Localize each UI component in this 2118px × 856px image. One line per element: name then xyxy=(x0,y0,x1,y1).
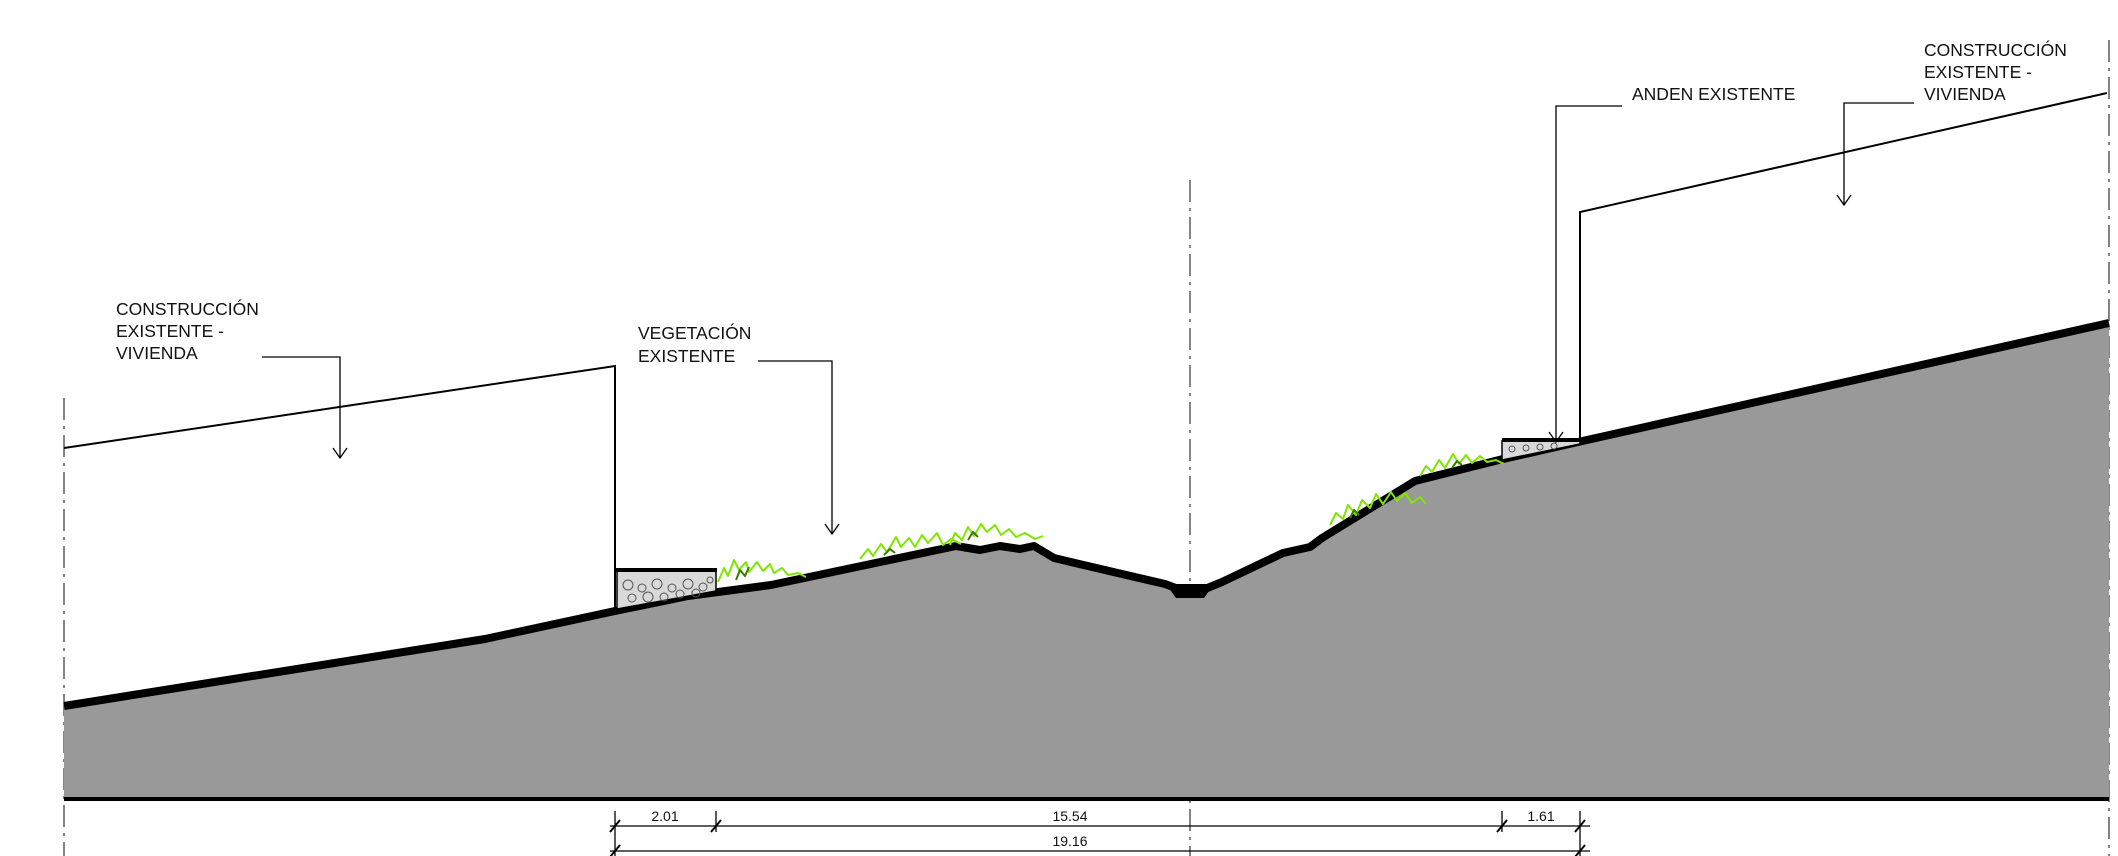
terrain-section xyxy=(64,323,2109,799)
dim-total: 19.16 xyxy=(1052,833,1087,849)
label-construccion-izq: CONSTRUCCIÓN EXISTENTE - VIVIENDA xyxy=(116,298,264,363)
vegetation-right xyxy=(1329,453,1505,526)
vegetation-left xyxy=(717,523,1044,583)
building-right xyxy=(1579,92,2108,442)
leader-construccion-der xyxy=(1843,102,1914,205)
leader-vegetacion xyxy=(758,360,833,534)
building-left xyxy=(63,364,616,611)
ground-line xyxy=(63,319,2110,710)
dim-anden-izq: 2.01 xyxy=(651,808,678,824)
drain-channel xyxy=(1166,584,1214,598)
label-vegetacion: VEGETACIÓN EXISTENTE xyxy=(638,322,756,366)
leader-anden xyxy=(1555,105,1622,442)
sidewalk-right xyxy=(1501,438,1581,461)
label-construccion-der: CONSTRUCCIÓN EXISTENTE - VIVIENDA xyxy=(1924,39,2072,104)
dimension-lines xyxy=(609,811,1590,856)
leader-construccion-izq xyxy=(262,356,341,458)
label-anden: ANDEN EXISTENTE xyxy=(1632,84,1795,104)
dim-calzada: 15.54 xyxy=(1052,808,1087,824)
leaders xyxy=(262,102,1914,536)
sidewalk-left xyxy=(615,568,717,610)
dim-anden-der: 1.61 xyxy=(1527,808,1554,824)
